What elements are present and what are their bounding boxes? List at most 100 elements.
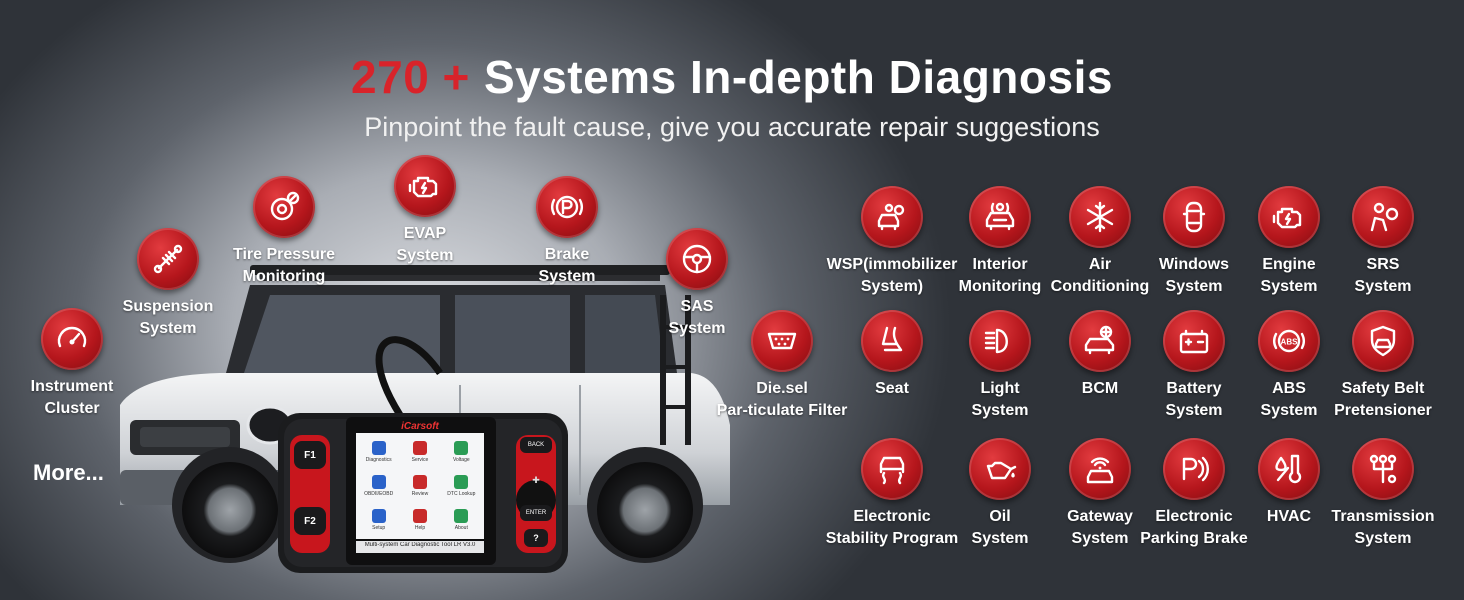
engine-icon bbox=[408, 176, 438, 198]
feature-label: Die.sel Par-ticulate Filter bbox=[716, 380, 848, 419]
feature-srs-system: SRS System bbox=[1308, 186, 1458, 298]
feature-label: Electronic Parking Brake bbox=[1140, 508, 1248, 547]
scanner-menu-label: Setup bbox=[372, 525, 386, 531]
scanner-menu-label: About bbox=[454, 525, 468, 531]
scanner-menu-item[interactable]: About bbox=[441, 503, 482, 537]
parking-brake-icon bbox=[551, 195, 583, 219]
enter-key[interactable]: ENTER bbox=[520, 505, 552, 521]
bcm-car-icon bbox=[1084, 325, 1115, 355]
scanner-menu-item[interactable]: Help bbox=[399, 503, 440, 537]
feature-safety-belt-pretensioner: Safety Belt Pretensioner bbox=[1308, 310, 1458, 422]
feature-label: Brake System bbox=[538, 246, 596, 285]
feature-badge bbox=[861, 438, 923, 500]
dpad-icon[interactable]: ✚ bbox=[532, 476, 540, 486]
feature-badge bbox=[137, 228, 199, 290]
electric-parking-icon bbox=[1182, 456, 1209, 482]
scanner-menu-item[interactable]: Review bbox=[399, 469, 440, 503]
feature-battery-system: Battery System bbox=[1119, 310, 1269, 422]
scanner-menu-item[interactable]: Diagnostics bbox=[358, 435, 399, 469]
feature-instrument-cluster: Instrument Cluster bbox=[0, 308, 147, 420]
feature-sas-system: SAS System bbox=[622, 228, 772, 340]
scanner-menu-icon bbox=[412, 509, 427, 523]
feature-label: Interior Monitoring bbox=[958, 256, 1042, 295]
scanner-menu-label: DTC Lookup bbox=[447, 491, 476, 497]
battery-icon bbox=[1179, 329, 1209, 354]
scanner-menu-icon bbox=[454, 475, 469, 489]
feature-label: Electronic Stability Program bbox=[825, 508, 959, 547]
feature-light-system: Light System bbox=[925, 310, 1075, 422]
feature-interior-monitoring: Interior Monitoring bbox=[925, 186, 1075, 298]
feature-label: Air Conditioning bbox=[1050, 256, 1150, 295]
engine-icon bbox=[1272, 207, 1302, 229]
feature-suspension-system: Suspension System bbox=[93, 228, 243, 340]
feature-label: Seat bbox=[875, 380, 909, 397]
thermometer-drop-icon bbox=[1275, 454, 1302, 484]
scanner-menu-icon bbox=[454, 509, 469, 523]
scanner-brand: iCarsoft bbox=[401, 421, 439, 432]
feature-die-sel-par-ticulate-filter: Die.sel Par-ticulate Filter bbox=[707, 310, 857, 422]
feature-badge bbox=[861, 310, 923, 372]
feature-badge bbox=[41, 308, 103, 370]
headline-title: Systems In-depth Diagnosis bbox=[483, 51, 1113, 103]
feature-label: Transmission System bbox=[1331, 508, 1435, 547]
feature-badge bbox=[1352, 438, 1414, 500]
feature-label: SRS System bbox=[1354, 256, 1412, 295]
feature-engine-system: Engine System bbox=[1214, 186, 1364, 298]
diagnostic-scanner: iCarsoft Multi-system Car Diagnostic Too… bbox=[278, 405, 568, 575]
wifi-car-icon bbox=[1086, 457, 1114, 484]
feature-label: Instrument Cluster bbox=[30, 378, 114, 417]
feature-label: Windows System bbox=[1158, 256, 1230, 295]
subheadline: Pinpoint the fault cause, give you accur… bbox=[364, 112, 1100, 142]
feature-label: Safety Belt Pretensioner bbox=[1334, 380, 1432, 419]
gear-shift-icon bbox=[1369, 454, 1397, 484]
f1-key[interactable]: F1 bbox=[294, 441, 326, 469]
feature-badge bbox=[1069, 186, 1131, 248]
feature-transmission-system: Transmission System bbox=[1308, 438, 1458, 550]
feature-gateway-system: Gateway System bbox=[1025, 438, 1175, 550]
shock-absorber-icon bbox=[153, 244, 183, 274]
scanner-menu-item[interactable]: DTC Lookup bbox=[441, 469, 482, 503]
feature-label: Gateway System bbox=[1067, 508, 1133, 547]
feature-badge bbox=[1258, 438, 1320, 500]
scanner-menu-icon bbox=[371, 509, 386, 523]
scanner-menu-label: Review bbox=[411, 491, 429, 497]
back-key[interactable]: BACK bbox=[520, 437, 552, 453]
feature-air-conditioning: Air Conditioning bbox=[1025, 186, 1175, 298]
feature-badge bbox=[253, 176, 315, 238]
shield-car-icon bbox=[1370, 325, 1396, 357]
feature-label: HVAC bbox=[1266, 508, 1312, 525]
feature-badge bbox=[1352, 310, 1414, 372]
feature-label: Battery System bbox=[1165, 380, 1223, 419]
scanner-menu-label: Help bbox=[414, 525, 426, 531]
feature-oil-system: Oil System bbox=[925, 438, 1075, 550]
gauge-icon bbox=[57, 326, 87, 348]
scanner-menu-icon bbox=[371, 441, 386, 455]
scanner-menu-icon bbox=[412, 475, 427, 489]
feature-bcm: BCM bbox=[1025, 310, 1175, 400]
more-label: More... bbox=[33, 460, 104, 485]
feature-electronic-stability-program: Electronic Stability Program bbox=[817, 438, 967, 550]
gear-car-icon bbox=[877, 203, 905, 231]
feature-badge bbox=[536, 176, 598, 238]
svg-text:ABS: ABS bbox=[1281, 338, 1299, 347]
feature-badge bbox=[969, 438, 1031, 500]
feature-badge bbox=[1258, 186, 1320, 248]
esp-car-icon bbox=[879, 456, 905, 485]
scanner-menu-item[interactable]: Service bbox=[399, 435, 440, 469]
feature-label: BCM bbox=[1081, 380, 1119, 397]
feature-label: WSP(immobilizer System) bbox=[826, 256, 958, 295]
scanner-menu-item[interactable]: Setup bbox=[358, 503, 399, 537]
help-key[interactable]: ? bbox=[524, 529, 548, 547]
feature-label: Light System bbox=[971, 380, 1029, 419]
feature-badge bbox=[969, 310, 1031, 372]
feature-hvac: HVAC bbox=[1214, 438, 1364, 528]
headline: 270 +Systems In-depth Diagnosis bbox=[0, 50, 1464, 104]
scanner-menu-item[interactable]: OBDII/EOBD bbox=[358, 469, 399, 503]
f2-key[interactable]: F2 bbox=[294, 507, 326, 535]
seat-icon bbox=[881, 326, 903, 352]
scanner-model: Multi-system Car Diagnostic Tool LR V3.0 bbox=[364, 542, 476, 548]
feature-badge bbox=[1352, 186, 1414, 248]
scanner-menu-item[interactable]: Voltage bbox=[441, 435, 482, 469]
feature-label: SAS System bbox=[668, 298, 726, 337]
